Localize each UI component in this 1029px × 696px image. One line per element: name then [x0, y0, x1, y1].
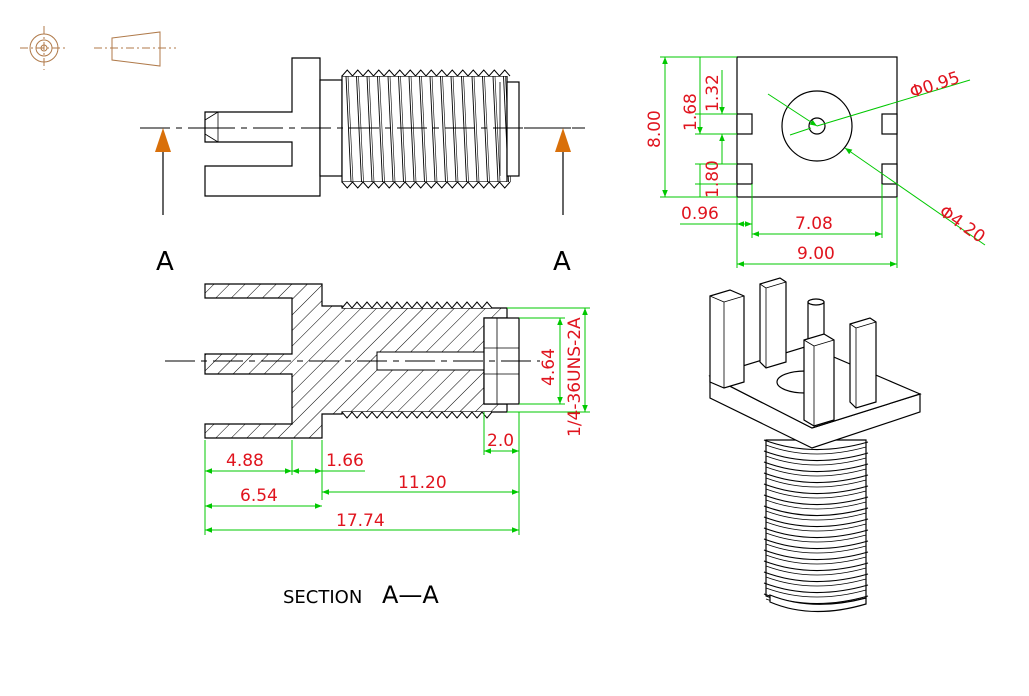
dim-flange-len: 4.88	[226, 451, 264, 471]
isometric-view	[708, 277, 922, 613]
top-view	[736, 56, 898, 198]
dim-height: 8.00	[645, 110, 665, 148]
section-label-right: A	[553, 247, 571, 277]
iso-thread-rings	[763, 439, 869, 609]
dim-width: 9.00	[797, 244, 835, 264]
side-view	[140, 57, 585, 197]
projection-symbol-icon	[20, 26, 176, 70]
section-dimensions: 4.88 1.66 11.20 6.54 17.74 2.0 4.64 1/4-…	[204, 307, 590, 535]
section-arrow-left	[155, 128, 171, 215]
section-caption-prefix: SECTION	[283, 587, 362, 608]
thread-teeth-bottom	[341, 411, 493, 419]
dim-thread-len: 11.20	[398, 473, 447, 493]
dim-slot-offset: 1.68	[681, 93, 701, 131]
dim-boss-dia: Φ4.20	[935, 202, 988, 248]
dim-bore-depth: 2.0	[487, 431, 514, 451]
thread-teeth-top	[341, 301, 493, 309]
dim-slot-gap: 1.80	[703, 160, 723, 198]
thread-lines	[341, 69, 511, 189]
dim-overall-len: 17.74	[336, 511, 385, 531]
dim-wall: 1.66	[326, 451, 364, 471]
section-label-left: A	[156, 247, 174, 277]
dim-bore-dia: 4.64	[539, 348, 559, 386]
dim-inner-span: 7.08	[795, 214, 833, 234]
section-view	[165, 283, 540, 439]
dim-edge-offset: 0.96	[681, 204, 719, 224]
dim-pin-dia: Φ0.95	[907, 68, 962, 103]
dim-slot-width: 1.32	[703, 74, 723, 112]
section-caption-name: A—A	[382, 581, 439, 609]
section-arrow-right	[555, 128, 571, 215]
dim-thread-spec: 1/4-36UNS-2A	[565, 317, 585, 437]
dim-flange-to-wall: 6.54	[240, 486, 278, 506]
